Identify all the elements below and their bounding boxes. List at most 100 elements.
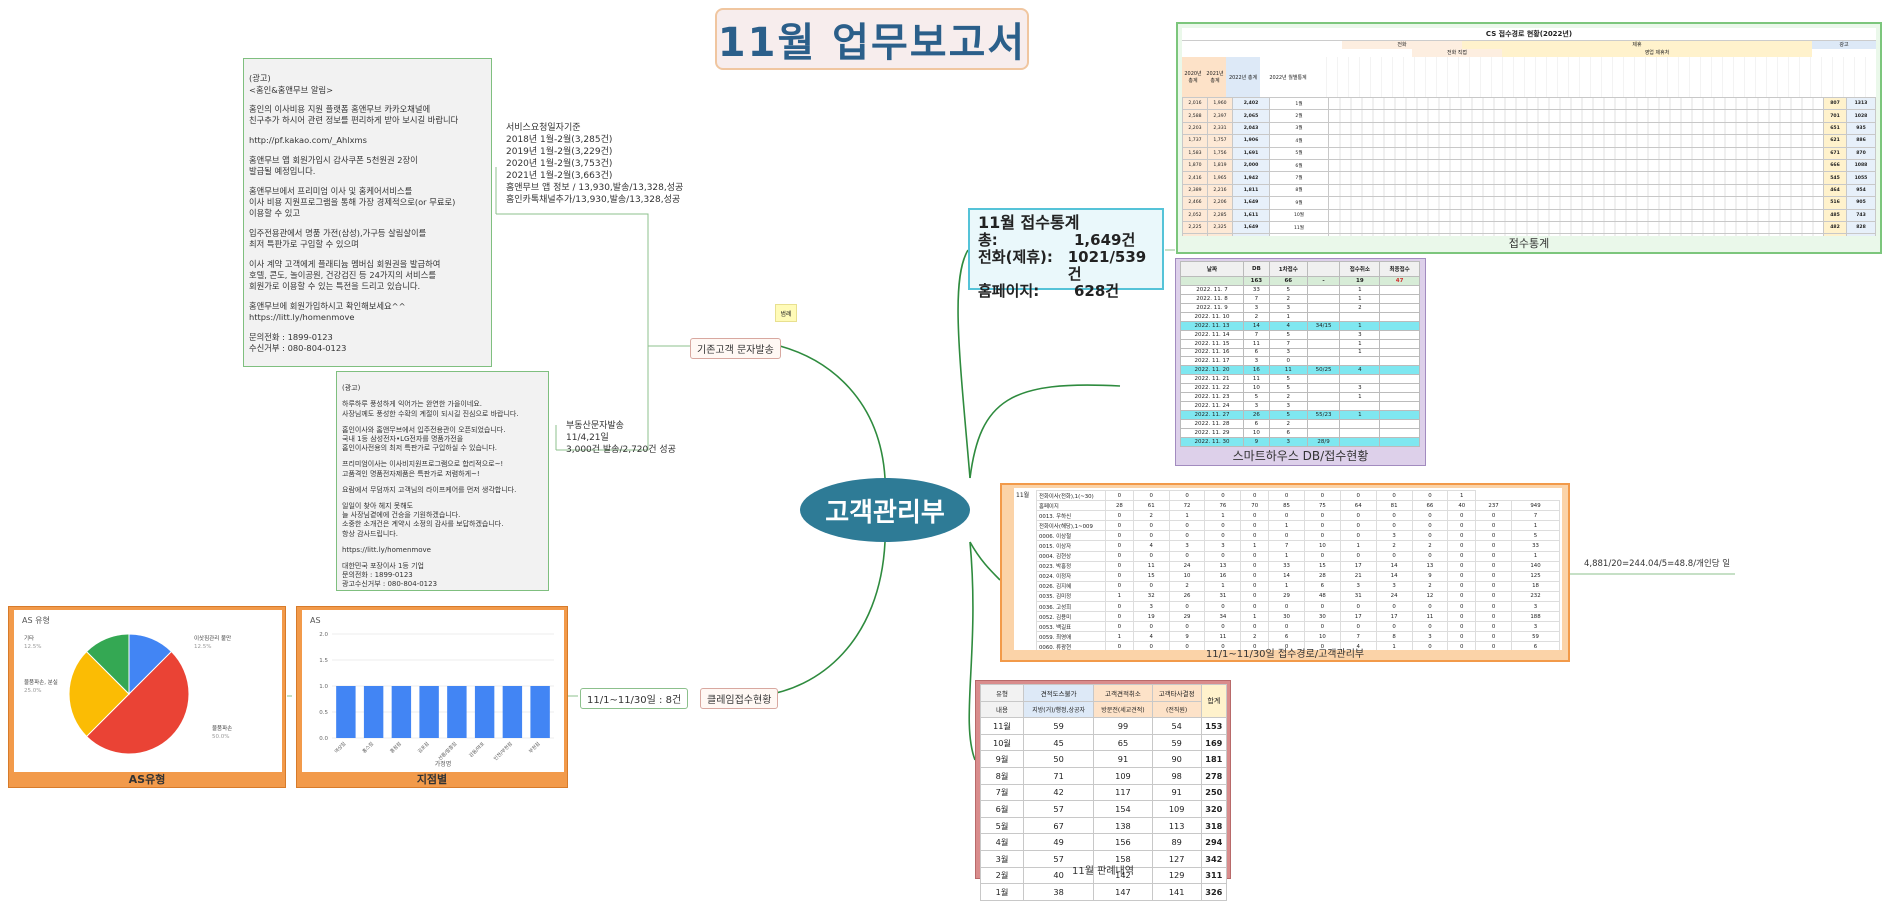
consult-cell-value: 26 (1168, 590, 1206, 603)
consult-cell-value: 48 (1303, 590, 1341, 603)
month-cell-cancel: 57 (1022, 800, 1095, 818)
consult-cell-value: 0 (1303, 520, 1341, 532)
consult-cell-value: 0 (1447, 590, 1477, 603)
smart-table-panel[interactable]: 날짜 DB 1차접수 접수취소 최종접수 163 66 - 19 47 2022… (1175, 258, 1426, 466)
cs-cell-2020: 2,466 (1182, 196, 1208, 210)
month-cell-quote: 109 (1093, 766, 1153, 785)
bar (336, 686, 356, 738)
bar-xtick: 부천점 (527, 740, 541, 754)
month-cell-month: 8월 (980, 766, 1024, 785)
smart-cell-cancel (1339, 356, 1381, 367)
intake-stats-box[interactable]: 11월 접수통계 총:1,649건 전화(제휴):1021/539건 홈페이지:… (968, 208, 1164, 300)
stats-phone-label: 전화(제휴): (978, 248, 1053, 266)
consult-cell-value: 34 (1204, 611, 1242, 623)
note-line: https://litt.ly/homenmove (249, 312, 355, 323)
cs-cell-2021: 1,757 (1207, 134, 1233, 148)
month-col-cancel-sub: 지방(거)/행정,상공자 (1022, 700, 1095, 719)
cs-subgroup-direct: 전화 직접 (1412, 49, 1502, 57)
month-cell-other: 141 (1151, 883, 1202, 901)
consult-cell-value: 3 (1168, 540, 1206, 552)
consult-cell-value: 0 (1240, 570, 1270, 582)
cs-group-phone: 전화 (1342, 41, 1462, 49)
consult-cell-value: 21 (1339, 570, 1377, 582)
smart-cell-final (1379, 338, 1420, 349)
month-cell-total: 320 (1200, 800, 1228, 818)
center-node[interactable]: 고객관리부 (800, 478, 970, 542)
smart-cell-cancel: 1 (1339, 410, 1381, 420)
consult-cell-value: 237 (1475, 500, 1512, 512)
pie-label: 50.0% (212, 734, 229, 740)
consult-cell-value: 1 (1510, 520, 1561, 532)
smart-cell-date: 2022. 11. 23 (1180, 392, 1244, 403)
consult-cell-value: 0 (1475, 570, 1512, 582)
consult-cell-value: 33 (1510, 540, 1561, 552)
consult-cell-value: 11 (1204, 631, 1242, 643)
consult-cell-value: 1 (1510, 550, 1561, 562)
month-cell-total: 250 (1200, 783, 1228, 802)
consult-cell-value: 0 (1105, 560, 1134, 572)
month-cell-total: 181 (1200, 750, 1228, 768)
consult-cell-value: 0 (1475, 560, 1512, 572)
cs-head-month: 2022년 월별통계 (1269, 74, 1307, 81)
smart-total-date (1180, 276, 1244, 286)
cs-table-panel[interactable]: CS 접수경로 현황(2022년) 전화 제휴 광고 전화 직접 영업 제휴처 … (1176, 22, 1882, 254)
smart-cell-note (1306, 401, 1341, 412)
smart-cell-date: 2022. 11. 8 (1180, 293, 1244, 304)
bar (363, 686, 384, 738)
consult-cell-value: 0 (1447, 580, 1477, 592)
smart-cell-db: 9 (1242, 436, 1270, 447)
consult-cell-value: 7 (1339, 631, 1377, 643)
consult-cell-value: 0 (1411, 530, 1449, 542)
consult-cell-value: 0 (1411, 641, 1449, 650)
month-cell-quote: 154 (1093, 800, 1153, 818)
smart-cell-db: 3 (1242, 356, 1270, 367)
branch-existing-sms[interactable]: 기존고객 문자발송 (690, 338, 781, 359)
smart-cell-cancel: 1 (1339, 347, 1381, 358)
consult-cell-value: 76 (1204, 500, 1242, 512)
per-person-note-suffix: 일 (1722, 559, 1731, 569)
smart-cell-final (1379, 293, 1420, 304)
note-line: 광고수신거부 : 080-804-0123 (342, 580, 438, 589)
branch-claims[interactable]: 클레임접수현황 (700, 688, 779, 709)
cs-cell-total: 807 (1823, 96, 1847, 111)
cs-cell-channel-grid (1328, 220, 1824, 235)
consult-cell-value: 29 (1168, 611, 1206, 623)
pie-label: 12.5% (24, 644, 41, 650)
cs-cell-total: 545 (1823, 171, 1847, 185)
consult-cell-value: 0 (1447, 631, 1477, 643)
page-title: 11월 업무보고서 (715, 8, 1029, 70)
consult-cell-value: 0 (1475, 590, 1512, 603)
consult-cell-value: 0 (1447, 621, 1477, 633)
month-cell-month: 1월 (980, 883, 1024, 901)
stats-phone-value: 1021/539건 (1067, 248, 1147, 283)
consult-cell-value: 0 (1105, 570, 1134, 582)
consult-cell-value: 0 (1475, 510, 1512, 522)
cs-cell-month: 1월 (1269, 96, 1329, 111)
bar (391, 686, 412, 738)
month-cell-month: 5월 (980, 816, 1024, 835)
note-line (342, 495, 543, 502)
consult-cell-value: 1 (1268, 550, 1305, 562)
smart-cell-final (1379, 311, 1420, 322)
month-cell-total: 318 (1200, 816, 1228, 835)
consult-cell-value: 0 (1447, 611, 1477, 623)
month-table-panel[interactable]: 유형 견적도스불가 고객견적취소 고객타사결정 합계 내용 지방(거)/행정,상… (975, 680, 1231, 901)
smart-cell-db: 6 (1242, 347, 1270, 358)
consult-cell-value: 0 (1339, 601, 1377, 613)
consult-cell-value: 0 (1447, 550, 1477, 562)
month-cell-total: 294 (1200, 833, 1228, 851)
consult-cell-value: 0 (1240, 590, 1270, 603)
consult-cell-value: 0 (1475, 520, 1512, 532)
note-line: 프리미엄이사는 이사비지원프로그램으로 합리적으로~! (342, 460, 504, 469)
consult-cell-value: 3 (1375, 580, 1413, 592)
